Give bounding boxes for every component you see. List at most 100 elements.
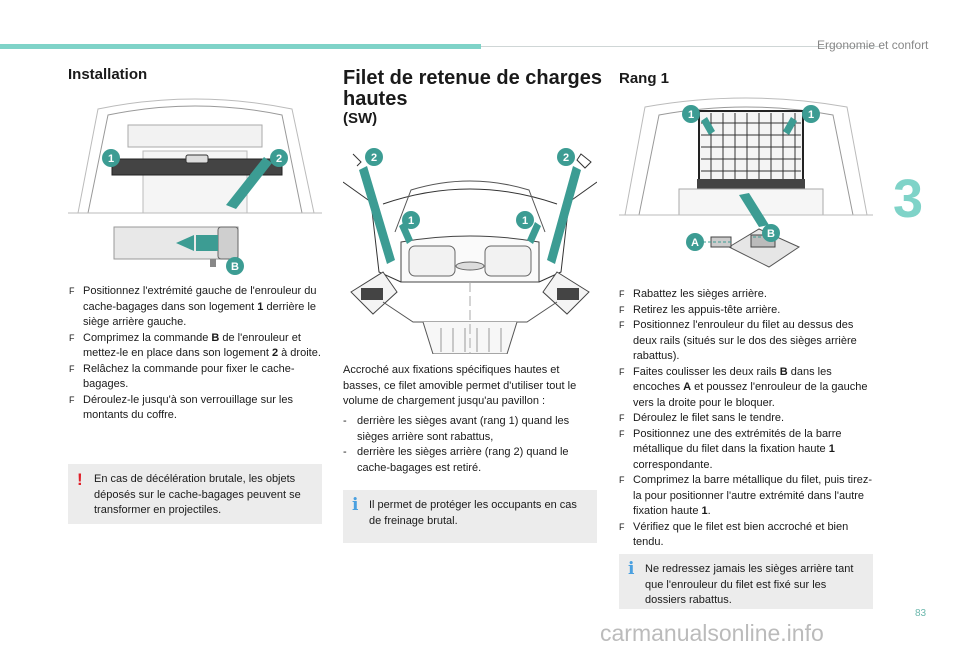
step-text: Déroulez le filet sans le tendre. (633, 412, 785, 424)
net-info-text: Il permet de protéger les occupants en c… (369, 499, 577, 527)
bullet-marker: F (619, 413, 625, 423)
net-info-box: i Il permet de protéger les occupants en… (343, 490, 597, 543)
bullet-marker: F (69, 286, 75, 296)
step-item: F Retirez les appuis-tête arrière. (619, 303, 873, 319)
warning-icon: ! (77, 470, 83, 489)
step-text: Comprimez la barre métallique du filet, … (633, 474, 873, 517)
svg-text:1: 1 (522, 215, 528, 227)
svg-text:2: 2 (563, 152, 569, 164)
step-item: F Positionnez l'enrouleur du filet au des… (619, 318, 873, 365)
bullet-marker: F (619, 320, 625, 330)
rang1-illustration: 1 1 A B (619, 97, 873, 275)
step-text: Rabattez les sièges arrière. (633, 288, 767, 300)
step-reference: 1 (828, 443, 835, 455)
step-text: Comprimez la commande (83, 331, 212, 344)
step-text: derrière le siège arrière gauche. (83, 300, 316, 329)
step-item: F Positionnez une des extrémités de la ba… (619, 427, 873, 474)
step-item: F Relâchez la commande pour fixer le cach… (69, 362, 323, 393)
step-text: Positionnez l'enrouleur du filet au dess… (633, 319, 857, 362)
step-reference: B (779, 365, 788, 378)
step-reference: 2 (271, 347, 279, 359)
svg-text:1: 1 (108, 153, 114, 165)
svg-text:A: A (691, 237, 699, 249)
installation-steps: F Positionnez l'extrémité gauche de l'enr… (69, 284, 323, 424)
header-rule (481, 46, 881, 47)
step-item: F Positionnez l'extrémité gauche de l'enr… (69, 284, 323, 331)
callout-b: B (762, 224, 780, 242)
header-accent-bar (0, 44, 481, 49)
usage-text: derrière les sièges arrière (rang 2) qua… (357, 446, 569, 474)
step-reference: 1 (257, 300, 264, 313)
step-reference: B (211, 331, 220, 344)
dash-marker: - (343, 415, 347, 427)
svg-text:1: 1 (408, 215, 414, 227)
step-text: à droite. (278, 347, 321, 359)
svg-text:1: 1 (808, 109, 814, 121)
bullet-marker: F (69, 332, 75, 343)
callout-a: A (686, 233, 704, 251)
installation-heading: Installation (68, 66, 148, 83)
step-item: F Vérifiez que le filet est bien accroché… (619, 520, 873, 551)
watermark: carmanualsonline.info (600, 620, 824, 646)
step-text: et poussez l'enrouleur de la gauche vers… (633, 381, 868, 409)
usage-text: derrière les sièges avant (rang 1) quand… (357, 415, 570, 443)
step-item: F Rabattez les sièges arrière. (619, 287, 873, 303)
rang1-heading: Rang 1 (619, 70, 670, 87)
step-text: Retirez les appuis-tête arrière. (633, 303, 781, 316)
step-item: F Comprimez la barre métallique du filet,… (619, 473, 873, 520)
net-usage-list: -derrière les sièges avant (rang 1) quan… (343, 414, 597, 476)
dash-marker: - (343, 446, 347, 458)
callout-1-right: 1 (516, 211, 534, 229)
step-reference: A (683, 381, 692, 393)
bullet-marker: F (619, 304, 625, 315)
bullet-marker: F (69, 363, 75, 374)
callout-1-left: 1 (682, 105, 700, 123)
info-icon: i (628, 559, 635, 579)
step-text: dans les encoches (633, 365, 832, 394)
callout-2-right: 2 (557, 148, 575, 166)
callout-1: 1 (102, 149, 120, 167)
step-item: F Comprimez la commande B de l'enrouleur … (69, 331, 323, 362)
bullet-marker: F (619, 475, 625, 485)
step-reference: 1 (701, 505, 708, 517)
warning-box: ! En cas de décélération brutale, les ob… (68, 464, 322, 524)
bullet-marker: F (619, 521, 625, 532)
bullet-marker: F (69, 394, 75, 405)
step-text: Déroulez-le jusqu'à son verrouillage sur… (83, 393, 293, 422)
step-text: de l'enrouleur et mettez-le en place dan… (83, 331, 301, 360)
section-title: Ergonomie et confort (817, 38, 929, 52)
bullet-marker: F (619, 289, 625, 299)
step-item: F Déroulez le filet sans le tendre. (619, 411, 873, 427)
step-item: F Faites coulisser les deux rails B dans … (619, 365, 873, 412)
callout-1-right: 1 (802, 105, 820, 123)
svg-text:1: 1 (688, 109, 694, 121)
callout-b: B (226, 257, 244, 275)
step-text: Positionnez l'extrémité gauche de l'enro… (83, 285, 317, 313)
callout-2-left: 2 (365, 148, 383, 166)
chapter-number: 3 (893, 169, 924, 229)
step-text: Relâchez la commande pour fixer le cache… (83, 362, 295, 391)
step-text: . (707, 505, 711, 517)
step-text: Positionnez une des extrémités de la bar… (633, 427, 842, 456)
rang1-info-text: Ne redressez jamais les sièges arrière t… (645, 563, 854, 606)
net-intro: Accroché aux fixations spécifiques haute… (343, 364, 577, 407)
page-number: 83 (915, 608, 927, 619)
usage-item: -derrière les sièges arrière (rang 2) qu… (343, 445, 597, 476)
callout-2: 2 (270, 149, 288, 167)
svg-text:B: B (231, 261, 239, 273)
bullet-marker: F (619, 428, 625, 439)
info-icon: i (352, 495, 359, 515)
net-heading: Filet de retenue de charges hautes (343, 67, 602, 110)
warning-text: En cas de décélération brutale, les obje… (94, 473, 301, 516)
cargo-cover-illustration: 1 2 B (68, 95, 322, 280)
callout-1-left: 1 (402, 211, 420, 229)
bullet-marker: F (619, 366, 625, 377)
step-text: Vérifiez que le filet est bien accroché … (633, 520, 849, 549)
step-text: Faites coulisser les deux rails (633, 365, 780, 378)
rang1-steps: F Rabattez les sièges arrière. F Retirez le… (619, 287, 873, 551)
rang1-info-box: i Ne redressez jamais les sièges arrière… (619, 554, 873, 609)
step-text: correspondante. (633, 458, 713, 471)
svg-text:B: B (767, 228, 775, 240)
step-item: F Déroulez-le jusqu'à son verrouillage su… (69, 393, 323, 424)
svg-text:2: 2 (371, 152, 377, 164)
